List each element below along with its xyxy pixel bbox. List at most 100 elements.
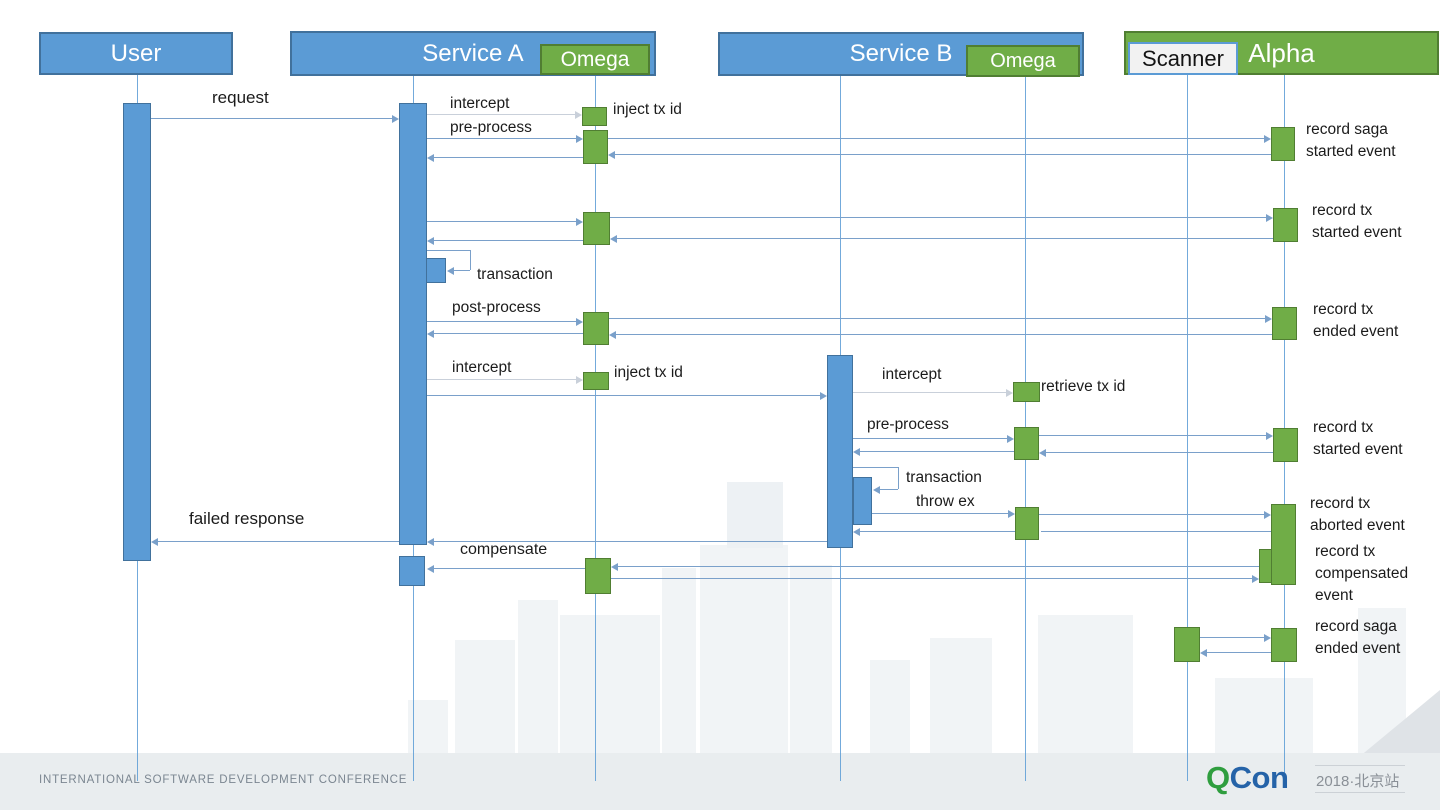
arrowhead-call-service-b [820,391,827,400]
arrowhead-compensate-alpha-to-omega [611,562,618,571]
message-tx-start-a-call [427,221,578,223]
label-record-tx-started-a: record tx started event [1312,202,1402,241]
activation-alpha-saga-ended [1271,628,1297,662]
message-tx-aborted-return-1 [1041,531,1271,533]
label-record-saga-started: record saga started event [1306,121,1396,160]
actor-service-b-label: Service B [849,40,953,67]
activation-user-bar [123,103,151,561]
message-failed-response-a-to-user [156,541,399,543]
selfcall-arrowhead-transaction-a [447,266,454,275]
activation-omega-b-preprocess [1014,427,1039,460]
activation-omega-a-intercept2 [583,372,609,390]
message-tx-aborted-return-2 [858,531,1015,533]
arrowhead-tx-start-b-return-2 [853,447,860,456]
arrowhead-tx-aborted-return-2 [853,527,860,536]
arrowhead-tx-start-b-return-1 [1039,448,1046,457]
message-tx-start-b-return-1 [1044,452,1273,454]
lifeline-scanner [1187,73,1188,781]
activation-alpha-tx-started-b [1273,428,1298,462]
message-request [151,118,394,120]
arrowhead-tx-start-a-return-1 [610,234,617,243]
label-throw-ex: throw ex [916,493,975,510]
watermark-building [1215,678,1313,753]
label-transaction-b: transaction [906,469,982,486]
arrowhead-saga-started-return-2 [427,153,434,162]
selfcall-bottom-transaction-a [452,270,470,272]
qcon-logo: QCon [1206,760,1289,796]
label-failed-response: failed response [189,509,305,528]
message-preprocess-a [427,138,578,140]
lifeline-omega-a [595,73,596,781]
arrowhead-tx-start-a-call [576,217,583,226]
arrowhead-tx-start-a-return-2 [427,236,434,245]
message-compensate-alpha-to-omega [616,566,1259,568]
message-tx-start-a-return-2 [432,240,583,242]
message-intercept-b [853,392,1008,394]
activation-service-b-transaction [853,477,872,525]
activation-omega-a-compensate [585,558,611,594]
label-intercept-2: intercept [452,359,512,376]
arrowhead-intercept-b [1006,388,1013,397]
arrowhead-record-tx-started-b [1266,431,1273,440]
label-compensate: compensate [460,541,548,558]
message-intercept-a1 [427,114,577,116]
activation-omega-b-retrieve [1013,382,1040,402]
arrowhead-postprocess-a [576,317,583,326]
activation-alpha-tx-started-a [1273,208,1298,242]
message-intercept-a2 [427,379,578,381]
actor-omega-a-label: Omega [560,47,630,71]
label-request: request [212,88,269,107]
watermark-building [1038,615,1133,753]
arrowhead-intercept-a1 [575,110,582,119]
message-record-tx-started-a [610,217,1268,219]
activation-alpha-tx-ended [1272,307,1297,340]
actor-alpha-label: Alpha [1248,37,1315,68]
message-saga-started-return-1 [613,154,1271,156]
watermark-building [455,640,515,753]
label-inject-tx-id-1: inject tx id [613,101,682,118]
actor-omega-a-box: Omega [540,44,650,75]
message-record-saga-ended-call [1200,637,1266,639]
label-pre-process-a: pre-process [450,119,532,136]
activation-service-a-compensate [399,556,425,586]
activation-omega-a-preprocess [583,130,608,164]
arrowhead-record-saga-started [1264,134,1271,143]
selfcall-side-transaction-b [898,467,900,489]
message-tx-start-b-return-2 [858,451,1014,453]
arrowhead-record-tx-started-a [1266,213,1273,222]
footer-band [0,753,1440,810]
arrowhead-failed-response-a-to-user [151,537,158,546]
actor-omega-b-label: Omega [990,49,1056,72]
message-saga-started-return-2 [432,157,583,159]
activation-service-a-bar [399,103,427,545]
message-call-service-b [427,395,822,397]
actor-omega-b-box: Omega [966,45,1080,77]
arrowhead-throw-ex [1008,509,1015,518]
label-record-tx-started-b: record tx started event [1313,419,1403,458]
actor-user-box: User [39,32,233,75]
label-pre-process-b: pre-process [867,416,949,433]
watermark-building [408,700,448,753]
selfcall-top-transaction-b [853,467,898,469]
label-intercept-1: intercept [450,95,510,112]
actor-scanner-label: Scanner [1142,45,1224,71]
edition-rule-bottom [1315,792,1405,793]
arrowhead-record-tx-ended [1265,314,1272,323]
label-intercept-b: intercept [882,366,942,383]
message-compensate-omega-to-service-a [432,568,585,570]
arrowhead-intercept-a2 [576,375,583,384]
message-tx-ended-return-1 [614,334,1272,336]
message-preprocess-b [853,438,1009,440]
activation-alpha-saga-started [1271,127,1295,161]
arrowhead-preprocess-b [1007,434,1014,443]
watermark-building [930,638,992,753]
arrowhead-request [392,114,399,123]
activation-omega-b-abort [1015,507,1039,540]
label-transaction-a: transaction [477,266,553,283]
edition-rule-top [1315,765,1405,766]
edition-text: 2018·北京站 [1316,773,1400,790]
activation-scanner-saga-ended [1174,627,1200,662]
activation-omega-a-postprocess [583,312,609,345]
arrowhead-tx-ended-return-1 [609,330,616,339]
